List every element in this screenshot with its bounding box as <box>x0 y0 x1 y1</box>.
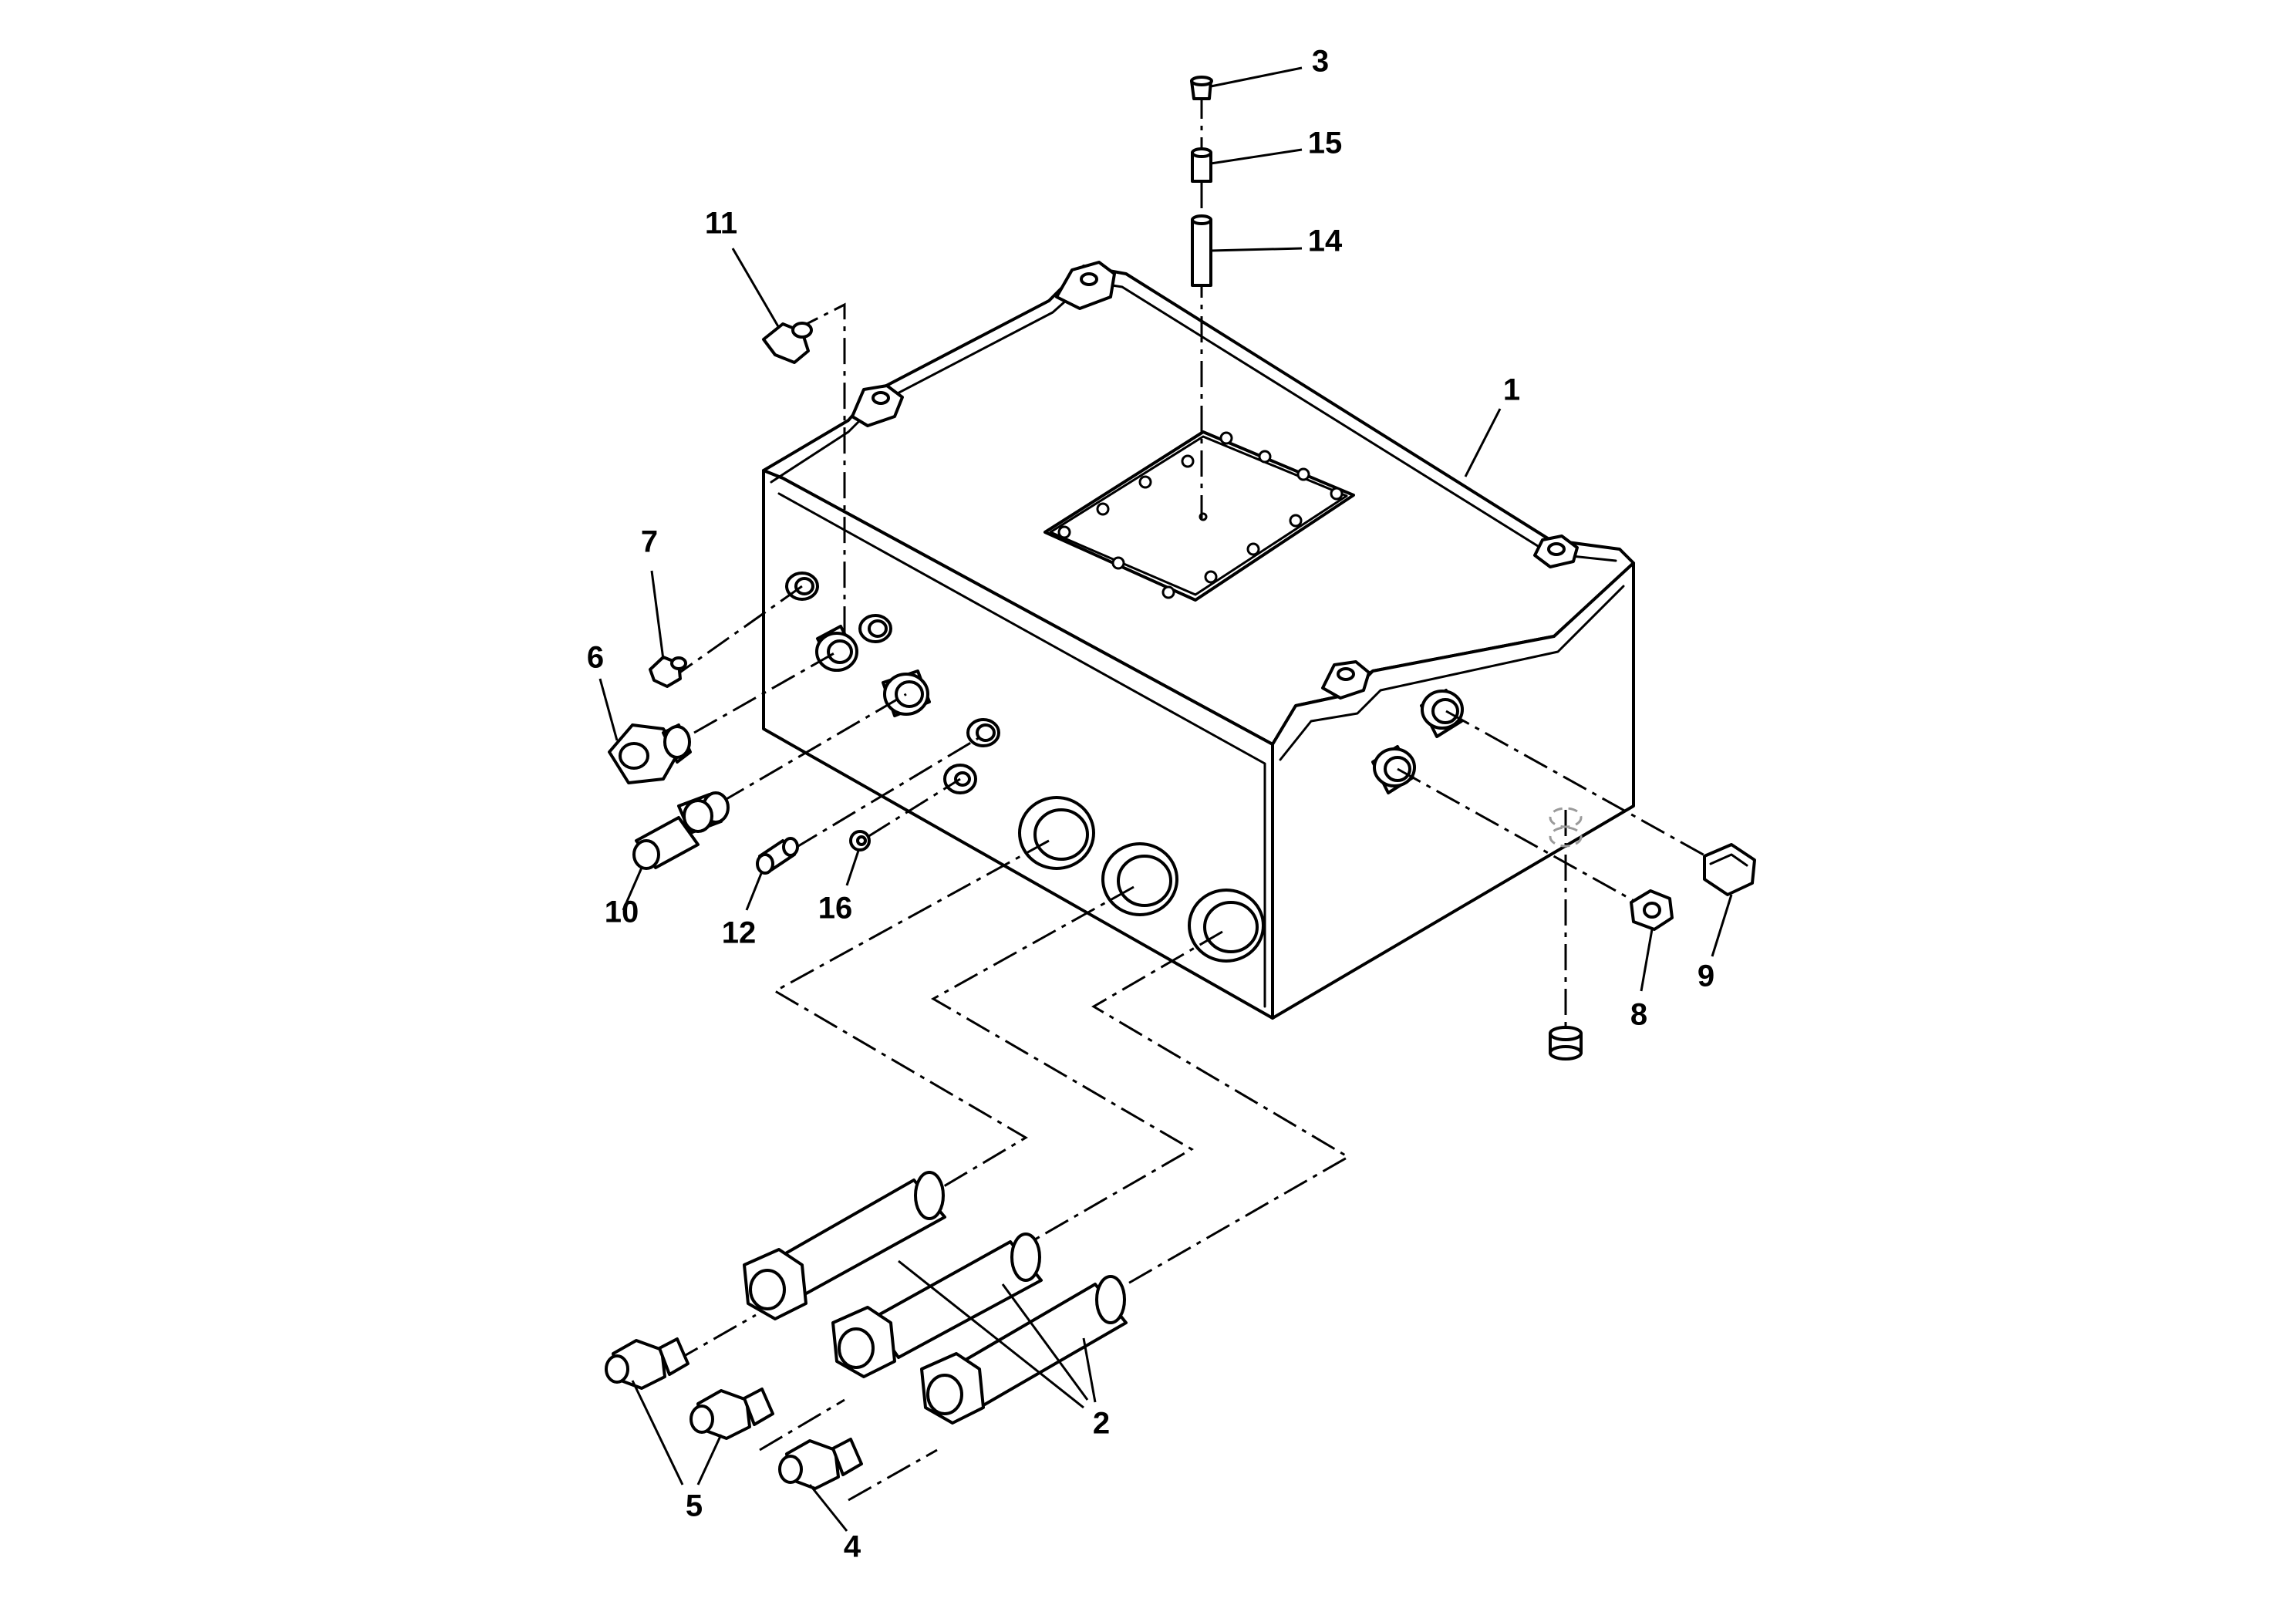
callout-2: 2 <box>1093 1407 1110 1441</box>
part-9-plug <box>1703 843 1756 896</box>
callout-14: 14 <box>1308 224 1343 258</box>
mounting-tab-right <box>1533 534 1579 568</box>
part-2-strainer-tube-a <box>743 1171 946 1320</box>
mounting-tab-left <box>851 384 904 427</box>
part-14-pin <box>1191 214 1212 287</box>
callout-12: 12 <box>722 916 757 950</box>
tank-ports-right <box>1371 689 1464 794</box>
callout-6: 6 <box>587 641 604 675</box>
mounting-tab-front <box>1321 660 1371 700</box>
part-16-nut <box>849 830 871 851</box>
callout-1: 1 <box>1503 373 1520 407</box>
tank-ports-left <box>785 572 1265 963</box>
callout-5: 5 <box>686 1489 703 1523</box>
part-10-tee-fitting <box>632 791 730 870</box>
callout-9: 9 <box>1698 959 1714 993</box>
part-8-nut <box>1630 889 1674 931</box>
part-6-swivel-elbow <box>608 723 692 784</box>
part-2-strainer-tube-c <box>920 1275 1128 1425</box>
part-4-adapter <box>778 1438 863 1490</box>
callout-10: 10 <box>605 895 639 929</box>
callout-8: 8 <box>1630 998 1647 1032</box>
part-12-fitting <box>756 837 799 875</box>
part-11-elbow-fitting <box>762 322 813 364</box>
callouts: 1 2 3 4 5 6 7 8 9 10 11 12 14 15 16 <box>587 45 1714 1564</box>
tank-right-face <box>1271 561 1635 1020</box>
drain-plug <box>1549 1026 1583 1061</box>
callout-3: 3 <box>1312 45 1329 79</box>
part-7-fitting <box>649 656 687 688</box>
part-2-strainer-tube-b <box>831 1233 1043 1378</box>
callout-7: 7 <box>641 525 658 559</box>
callout-4: 4 <box>844 1530 861 1564</box>
callout-16: 16 <box>818 892 853 926</box>
callout-15: 15 <box>1308 126 1343 160</box>
part-3-cap <box>1190 76 1213 100</box>
tank-body <box>762 261 1635 1020</box>
part-5-adapter-b <box>689 1388 774 1440</box>
callout-11: 11 <box>705 207 737 241</box>
mounting-tab-top <box>1055 261 1116 310</box>
part-5-adapter-a <box>605 1337 689 1390</box>
inspection-cover-plate <box>1043 430 1355 602</box>
leader-lines <box>598 66 1733 1532</box>
part-15-sleeve <box>1191 147 1212 183</box>
